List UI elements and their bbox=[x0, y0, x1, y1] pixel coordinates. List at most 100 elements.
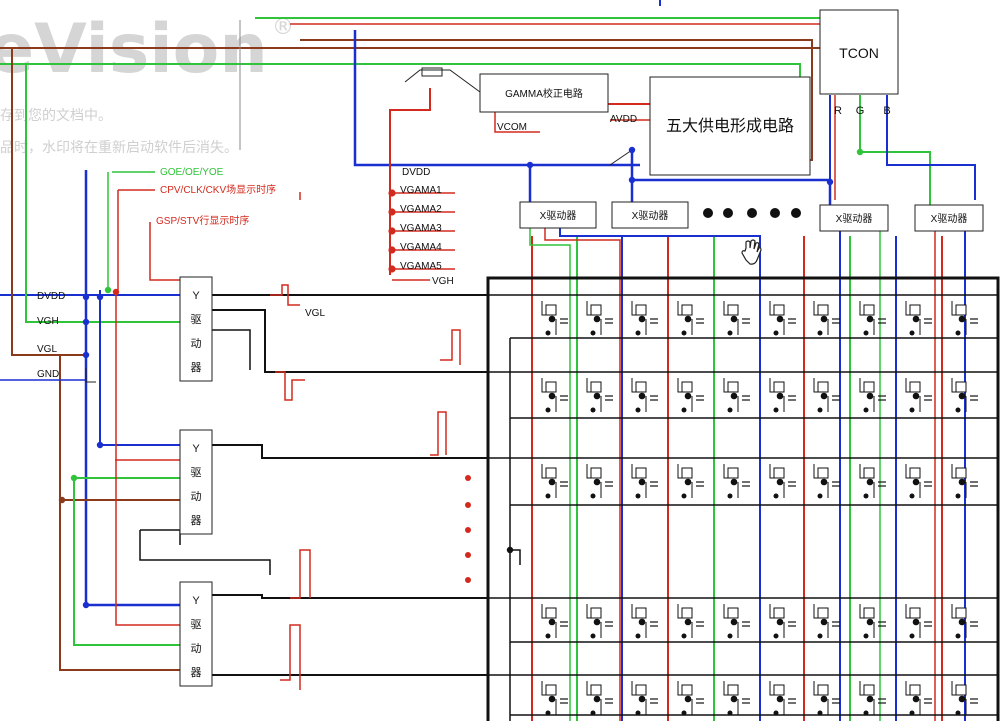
pixel-node bbox=[730, 315, 738, 323]
gsp-drop bbox=[149, 222, 180, 281]
tft-gate bbox=[727, 381, 739, 393]
common-node bbox=[909, 407, 915, 413]
avdd-label: AVDD bbox=[610, 114, 637, 125]
common-node bbox=[955, 330, 961, 336]
ellipsis-dot bbox=[465, 577, 471, 583]
tft-gate bbox=[955, 684, 967, 696]
tft-gate bbox=[681, 304, 693, 316]
ellipsis-dot bbox=[770, 208, 780, 218]
pixel-node bbox=[958, 392, 966, 400]
tft-cell bbox=[586, 681, 613, 716]
common-node bbox=[590, 710, 596, 716]
tft-gate bbox=[545, 467, 557, 479]
vgama1-label: VGAMA1 bbox=[400, 185, 442, 196]
common-node bbox=[909, 330, 915, 336]
tft-cell bbox=[859, 301, 886, 336]
junction-dot bbox=[96, 441, 104, 449]
pixel-node bbox=[958, 618, 966, 626]
pixel-node bbox=[548, 695, 556, 703]
common-node bbox=[681, 493, 687, 499]
pulse-3 bbox=[440, 329, 461, 365]
pixel-node bbox=[776, 315, 784, 323]
common-node bbox=[863, 330, 869, 336]
tft-gate bbox=[635, 607, 647, 619]
pixel-node bbox=[912, 478, 920, 486]
tft-cell bbox=[677, 301, 704, 336]
pixel-node bbox=[730, 695, 738, 703]
tft-cell bbox=[631, 464, 658, 499]
tft-gate bbox=[773, 381, 785, 393]
blue-dvdd-line bbox=[353, 30, 640, 167]
tcon-label: TCON bbox=[839, 45, 879, 61]
ellipsis-dots bbox=[465, 208, 801, 583]
gnd-symbol bbox=[85, 368, 96, 383]
tft-cell bbox=[677, 378, 704, 413]
common-node bbox=[727, 710, 733, 716]
pixel-node bbox=[820, 315, 828, 323]
y-driver-char: 驱 bbox=[191, 313, 202, 326]
tft-cell bbox=[905, 604, 932, 639]
x-driver-label: X驱动器 bbox=[632, 210, 669, 222]
pixel-node bbox=[866, 392, 874, 400]
x-driver-4: X驱动器 bbox=[914, 204, 984, 232]
vgl-down bbox=[59, 355, 180, 671]
tft-cell bbox=[813, 604, 840, 639]
blue-x-bus bbox=[630, 150, 832, 205]
cpv-bottom bbox=[115, 290, 180, 626]
pixel-node bbox=[958, 478, 966, 486]
gate-line-3 bbox=[212, 444, 488, 459]
tft-gate bbox=[909, 607, 921, 619]
tft-cell bbox=[769, 464, 796, 499]
ellipsis-dot bbox=[791, 208, 801, 218]
vgama-labels: VGAMA1 VGAMA2 VGAMA3 VGAMA4 VGAMA5 bbox=[400, 185, 442, 272]
tft-gate bbox=[863, 684, 875, 696]
gamma-correction-block: GAMMA校正电路 bbox=[479, 73, 609, 113]
pixel-node bbox=[776, 478, 784, 486]
tft-gate bbox=[773, 304, 785, 316]
x-driver-3: X驱动器 bbox=[819, 204, 889, 232]
junction-dot bbox=[112, 288, 120, 296]
common-node bbox=[909, 493, 915, 499]
switch bbox=[609, 149, 633, 166]
common-node bbox=[590, 633, 596, 639]
tft-cell bbox=[813, 464, 840, 499]
pixel-node bbox=[820, 695, 828, 703]
tft-gate bbox=[909, 304, 921, 316]
common-node bbox=[817, 633, 823, 639]
vgl-rail bbox=[11, 48, 86, 356]
tft-cell bbox=[586, 604, 613, 639]
junction-dot bbox=[526, 161, 534, 169]
tft-cell bbox=[769, 604, 796, 639]
tft-cell bbox=[723, 301, 750, 336]
tft-cell bbox=[951, 464, 978, 499]
power-label: 五大供电形成电路 bbox=[666, 117, 794, 135]
tft-cell bbox=[541, 301, 568, 336]
pixel-node bbox=[820, 478, 828, 486]
tft-cell bbox=[813, 378, 840, 413]
common-node bbox=[590, 493, 596, 499]
cpv-signal-label: CPV/CLK/CKV场显示时序 bbox=[160, 183, 276, 196]
tft-gate bbox=[817, 467, 829, 479]
common-node bbox=[727, 407, 733, 413]
junction-dot bbox=[70, 474, 78, 482]
vgh-bottom bbox=[73, 478, 180, 646]
pixel-node bbox=[593, 618, 601, 626]
tft-gate bbox=[863, 467, 875, 479]
ellipsis-dot bbox=[703, 208, 713, 218]
tft-gate bbox=[590, 607, 602, 619]
watermark-reg-mark: ® bbox=[272, 15, 294, 40]
vcom-label: VCOM bbox=[497, 122, 527, 133]
tft-cell bbox=[905, 378, 932, 413]
pixel-node bbox=[684, 315, 692, 323]
tft-gate bbox=[773, 607, 785, 619]
tft-cell bbox=[677, 681, 704, 716]
rgb-labels: R G B bbox=[834, 105, 891, 117]
tft-gate bbox=[955, 381, 967, 393]
gnd-rail-label: GND bbox=[37, 369, 59, 380]
gsp-signal-label: GSP/STV行显示时序 bbox=[156, 214, 249, 227]
tft-gate bbox=[681, 467, 693, 479]
common-node bbox=[545, 330, 551, 336]
